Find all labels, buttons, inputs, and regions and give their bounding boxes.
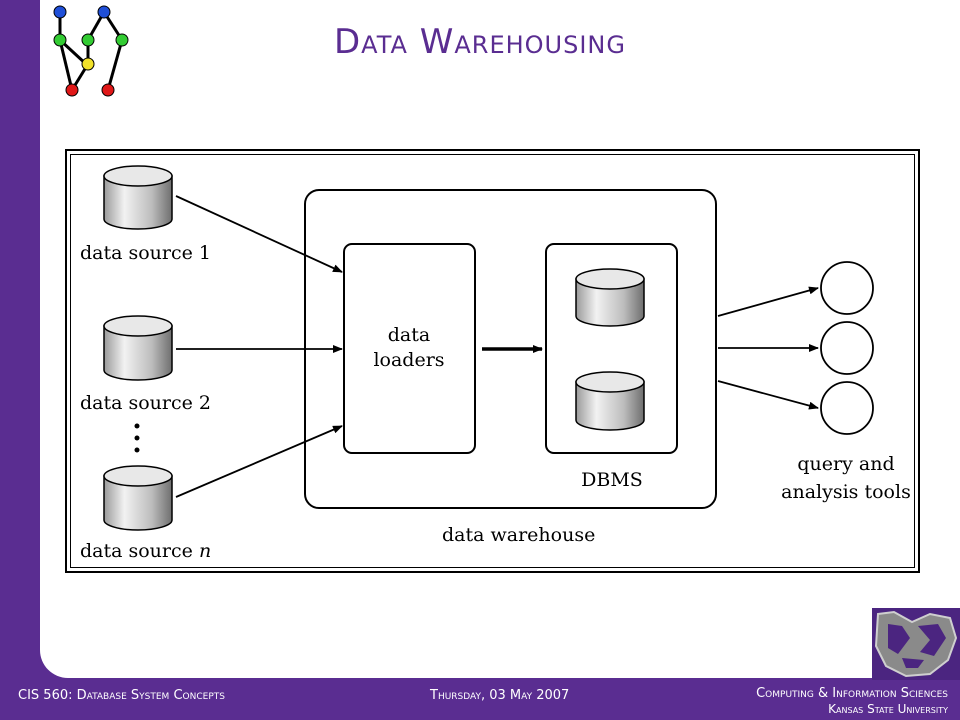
data-loaders-box xyxy=(343,243,476,454)
slide-title: Data Warehousing xyxy=(333,22,626,62)
tools-label-line2: analysis tools xyxy=(781,481,911,503)
footer-date: Thursday, 03 May 2007 xyxy=(430,688,570,703)
arrow-icon xyxy=(175,425,343,498)
wildcat-logo-icon xyxy=(872,608,960,680)
footer-university: Kansas State University xyxy=(828,702,948,716)
footer-course: CIS 560: Database System Concepts xyxy=(18,688,225,703)
data-source-2-cylinder-icon xyxy=(103,315,173,381)
dbms-cylinder-top-icon xyxy=(575,268,645,327)
tool-arrows xyxy=(717,286,819,410)
diagram-frame xyxy=(65,149,920,573)
arrow-icon xyxy=(717,286,819,317)
report-tool-circle-icon xyxy=(820,381,874,435)
query-tool-circle-icon xyxy=(820,261,874,315)
tools-label-line1: query and xyxy=(797,453,894,475)
data-source-n-label: data source n xyxy=(80,540,211,562)
analysis-tool-circle-icon xyxy=(820,321,874,375)
dbms-cylinder-bottom-icon xyxy=(575,371,645,431)
dbms-box xyxy=(545,243,678,454)
data-warehouse-label: data warehouse xyxy=(442,524,595,546)
data-source-2-label: data source 2 xyxy=(80,392,211,414)
logo-box xyxy=(872,608,960,680)
source-arrows xyxy=(175,195,343,498)
arrow-icon xyxy=(717,380,819,410)
arrow-icon xyxy=(175,195,343,273)
data-loaders-label-line2: loaders xyxy=(373,349,444,371)
sidebar xyxy=(0,0,40,720)
ellipsis-icon xyxy=(134,423,140,453)
data-loaders-label-line1: data xyxy=(388,324,430,346)
data-source-1-label: data source 1 xyxy=(80,242,211,264)
data-source-n-cylinder-icon xyxy=(103,465,173,531)
dbms-label: DBMS xyxy=(581,469,643,491)
data-source-1-cylinder-icon xyxy=(103,165,173,230)
diagram-inner-border xyxy=(70,154,915,568)
footer-department: Computing & Information Sciences xyxy=(756,686,948,701)
graph-logo-icon xyxy=(53,5,129,97)
